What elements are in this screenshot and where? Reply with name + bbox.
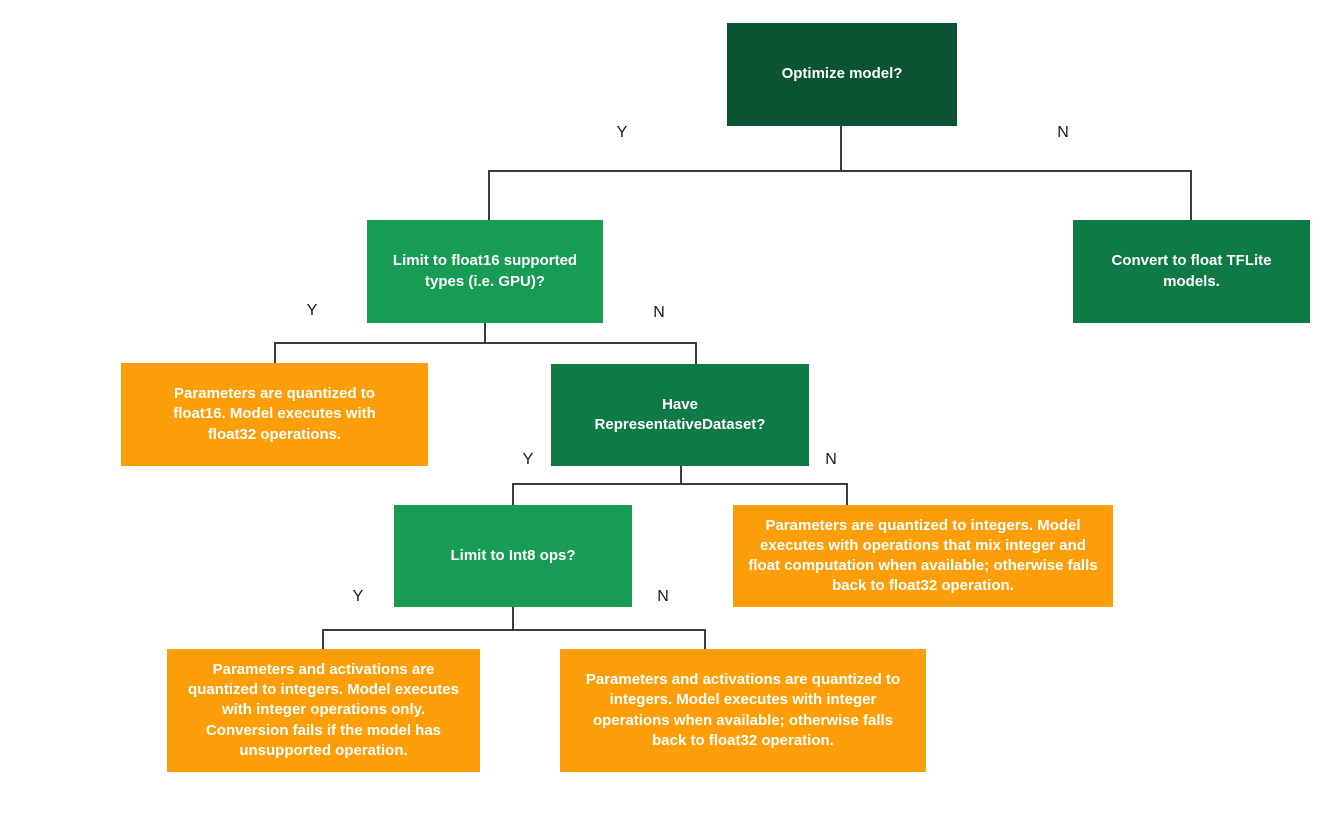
edge-dataset-stem bbox=[680, 466, 682, 485]
edge-optimize-yes-drop bbox=[488, 170, 490, 220]
node-limit-int8-question-label: Limit to Int8 ops? bbox=[450, 546, 576, 564]
edge-int8-stem bbox=[512, 607, 514, 631]
edge-optimize-stem bbox=[840, 126, 842, 171]
edge-optimize-horizontal bbox=[489, 170, 1191, 172]
branch-label-dataset-no: N bbox=[825, 451, 837, 468]
node-int8-fallback-result: Parameters and activations are quantized… bbox=[560, 649, 926, 772]
node-have-representative-dataset: Have RepresentativeDataset? bbox=[551, 364, 809, 466]
node-int8-only-result-label: Parameters and activations are quantized… bbox=[188, 660, 459, 759]
branch-label-dataset-yes: Y bbox=[522, 451, 534, 468]
branch-label-float16-no: N bbox=[653, 304, 665, 321]
edge-dataset-no-drop bbox=[846, 483, 848, 506]
node-limit-float16-question: Limit to float16 supported types (i.e. G… bbox=[367, 220, 603, 323]
branch-label-int8-no: N bbox=[657, 588, 669, 605]
edge-float16-stem bbox=[484, 323, 486, 344]
node-int8-only-result: Parameters and activations are quantized… bbox=[167, 649, 480, 772]
node-optimize-model: Optimize model? bbox=[727, 23, 957, 126]
edge-float16-no-drop bbox=[695, 342, 697, 365]
node-mixed-ops-result: Parameters are quantized to integers. Mo… bbox=[733, 505, 1113, 607]
edge-dataset-yes-drop bbox=[512, 483, 514, 506]
node-optimize-model-label: Optimize model? bbox=[781, 65, 903, 83]
edge-int8-horizontal bbox=[322, 629, 706, 631]
node-limit-int8-question: Limit to Int8 ops? bbox=[394, 505, 632, 607]
branch-label-float16-yes: Y bbox=[306, 302, 318, 319]
edge-dataset-horizontal bbox=[512, 483, 848, 485]
node-have-representative-dataset-label: Have RepresentativeDataset? bbox=[594, 395, 766, 433]
edge-optimize-no-drop bbox=[1190, 170, 1192, 220]
edge-int8-no-drop bbox=[704, 629, 706, 650]
node-convert-float-tflite-label: Convert to float TFLite models. bbox=[1111, 252, 1272, 290]
edge-int8-yes-drop bbox=[322, 629, 324, 650]
branch-label-int8-yes: Y bbox=[352, 588, 364, 605]
node-int8-fallback-result-label: Parameters and activations are quantized… bbox=[585, 671, 901, 749]
node-limit-float16-question-label: Limit to float16 supported types (i.e. G… bbox=[392, 252, 578, 290]
node-convert-float-tflite: Convert to float TFLite models. bbox=[1073, 220, 1310, 323]
branch-label-optimize-no: N bbox=[1057, 124, 1069, 141]
node-mixed-ops-result-label: Parameters are quantized to integers. Mo… bbox=[748, 516, 1098, 595]
edge-float16-yes-drop bbox=[274, 342, 276, 364]
branch-label-optimize-yes: Y bbox=[616, 124, 628, 141]
node-float16-result-label: Parameters are quantized to float16. Mod… bbox=[173, 385, 376, 443]
node-float16-result: Parameters are quantized to float16. Mod… bbox=[121, 363, 428, 466]
edge-float16-horizontal bbox=[274, 342, 697, 344]
